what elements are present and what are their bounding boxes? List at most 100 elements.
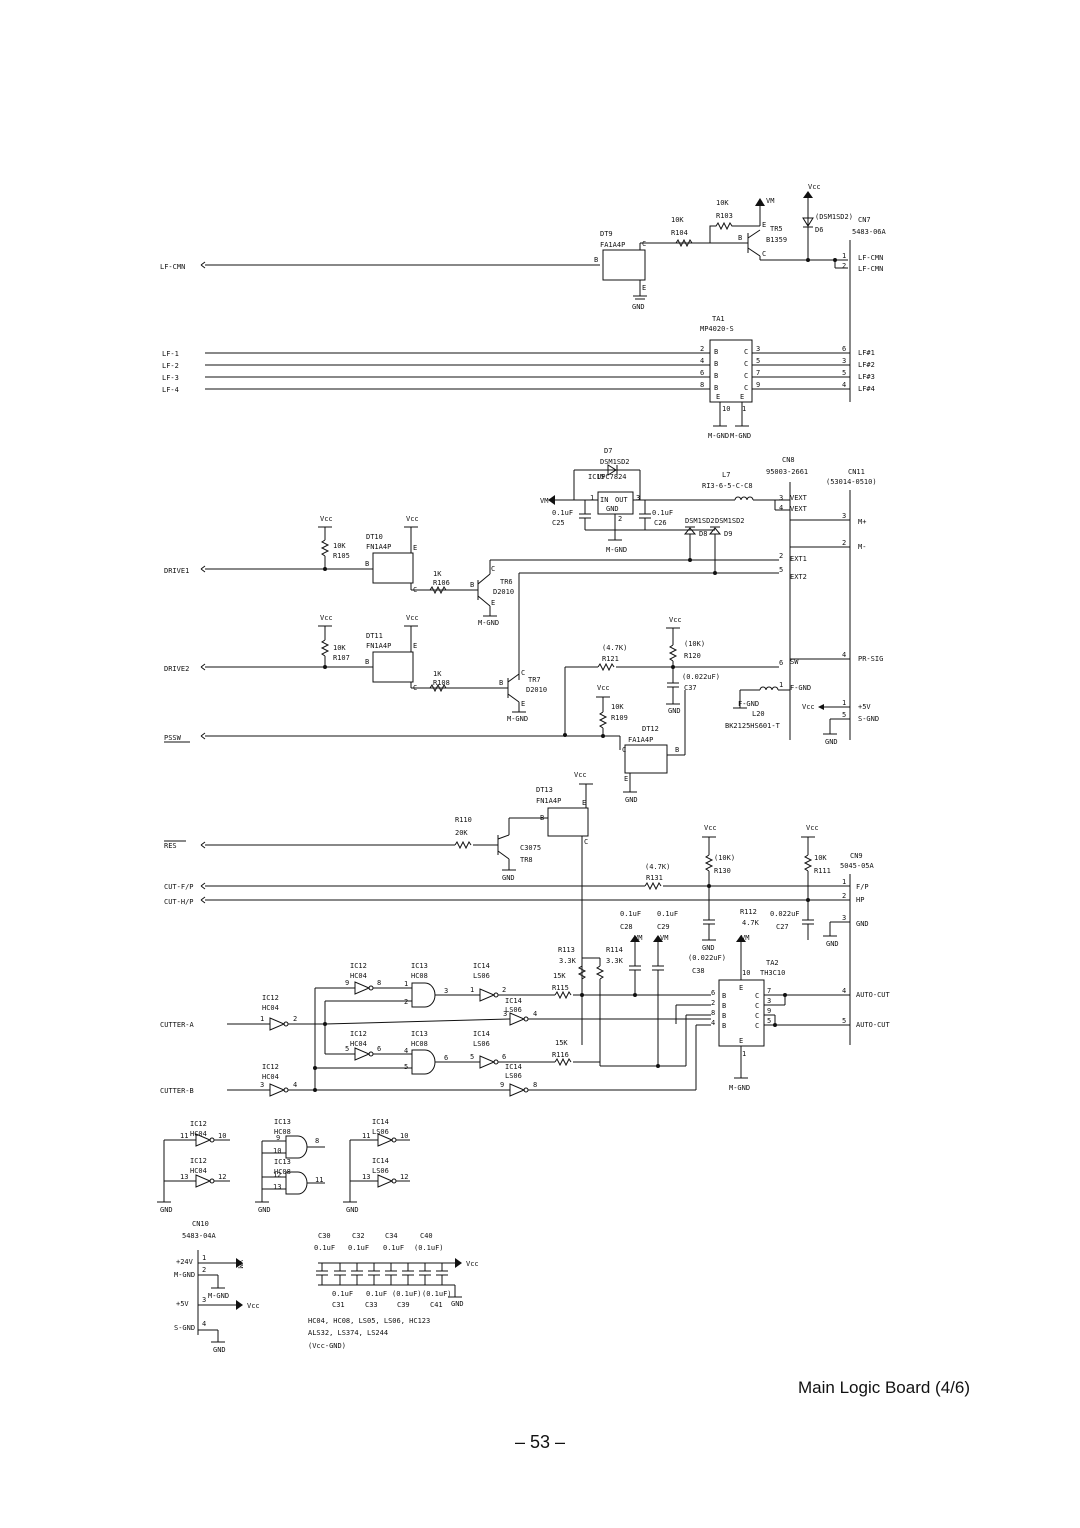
dt13-part: FN1A4P <box>536 797 561 805</box>
tr5-b: B <box>738 234 742 242</box>
c34-val: 0.1uF <box>383 1244 404 1252</box>
ic15-in: IN <box>600 496 608 504</box>
r130-gnd: GND <box>702 944 715 952</box>
c38: C38 <box>692 967 705 975</box>
cn8-pin3: 3 <box>779 494 783 502</box>
c28: C28 <box>620 923 633 931</box>
ta1-pin9: 9 <box>756 381 760 389</box>
d6-vcc: Vcc <box>808 183 821 191</box>
power-section: CN10 5483-04A +24V M-GND +5V S-GND 1 2 3… <box>174 1220 479 1354</box>
r111-val: 10K <box>814 854 827 862</box>
l20-part: BK2125HS601-T <box>725 722 781 730</box>
ta1-e1: E <box>716 393 720 401</box>
ic14-b-pin3: 3 <box>503 1010 507 1018</box>
ic14-c-inverter <box>479 1055 496 1069</box>
ic13-b-pin6: 6 <box>444 1054 448 1062</box>
ic12-d-pin4: 4 <box>293 1081 297 1089</box>
c38-val: (0.022uF) <box>688 954 726 962</box>
decap-gnd: GND <box>451 1300 464 1308</box>
cn11-pin3: 3 <box>842 512 846 520</box>
ug-ic12-2: IC12 <box>190 1157 207 1165</box>
ic13-a-pin2: 2 <box>404 998 408 1006</box>
ta2-mgnd: M-GND <box>729 1084 750 1092</box>
ug-ic13-1: IC13 <box>274 1118 291 1126</box>
r108-val: 1K <box>433 670 442 678</box>
r105: R105 <box>333 552 350 560</box>
cn8-pin1: 1 <box>779 681 783 689</box>
c41-val: (0.1uF) <box>422 1290 452 1298</box>
ic12-b-part: HC04 <box>350 1040 367 1048</box>
dt12-transistor <box>624 744 668 774</box>
tr6: TR6 <box>500 578 513 586</box>
cn7-pin2: 2 <box>842 262 846 270</box>
cn7-lfcmn1: LF-CMN <box>858 254 883 262</box>
r113: R113 <box>558 946 575 954</box>
ta2: TA2 <box>766 959 779 967</box>
ug-p8: 8 <box>315 1137 319 1145</box>
ta2-pin4: 4 <box>711 1019 715 1027</box>
cn7-lfcmn2: LF-CMN <box>858 265 883 273</box>
ic12-a-label: IC12 <box>350 962 367 970</box>
decoupling-note-3: (Vcc-GND) <box>308 1342 346 1350</box>
ug-p10: 10 <box>218 1132 226 1140</box>
dt12-b: B <box>675 746 679 754</box>
ug-p10c: 10 <box>400 1132 408 1140</box>
tr6-part: D2010 <box>493 588 514 596</box>
ic15: IC15 <box>588 473 605 481</box>
c41: C41 <box>430 1301 443 1309</box>
cn8: CN8 <box>782 456 795 464</box>
l20-fgnd: F-GND <box>738 700 759 708</box>
r104: R104 <box>671 229 688 237</box>
ta2-pin6: 6 <box>711 989 715 997</box>
ug-ic14-1: IC14 <box>372 1118 389 1126</box>
dt12-part: FA1A4P <box>628 736 653 744</box>
decoupling-caps <box>316 1263 448 1285</box>
cn10-pin2: 2 <box>202 1266 206 1274</box>
ug-p10b: 10 <box>273 1147 281 1155</box>
r120: R120 <box>684 652 701 660</box>
ta2-c2: C <box>755 1002 759 1010</box>
r103-val: 10K <box>716 199 729 207</box>
d9-part: DSM1SD2 <box>715 517 745 525</box>
ic14-b-label: IC14 <box>505 997 522 1005</box>
ic12-b-pin5: 5 <box>345 1045 349 1053</box>
ta1-part: MP4020-S <box>700 325 734 333</box>
ug-p12: 12 <box>218 1173 226 1181</box>
ic14-d-pin8: 8 <box>533 1081 537 1089</box>
ic15-out: OUT <box>615 496 628 504</box>
ic14-a-pin2: 2 <box>502 986 506 994</box>
r104-val: 10K <box>671 216 684 224</box>
ta2-b4: B <box>722 1022 726 1030</box>
ta2-e-top: E <box>739 984 743 992</box>
ic13-a-part: HC08 <box>411 972 428 980</box>
cutter-section: Vcc DT13 FN1A4P B E C RES R110 20K GND C… <box>160 771 891 1097</box>
ic13-b-part: HC08 <box>411 1040 428 1048</box>
cn9-gnd: GND <box>856 920 869 928</box>
cn10-part: 5483-04A <box>182 1232 217 1240</box>
ug-ic13-2: IC13 <box>274 1158 291 1166</box>
tr8-gnd: GND <box>502 874 515 882</box>
ta1-pin6: 6 <box>700 369 704 377</box>
ug-p9: 9 <box>276 1134 280 1142</box>
cut-hp-label: CUT-H/P <box>164 898 194 906</box>
lf3-label: LF-3 <box>162 374 179 382</box>
cn11-sgnd: S-GND <box>858 715 879 723</box>
lf-cmn-input-label: LF-CMN <box>160 263 185 271</box>
decoupling-note-1: HC04, HC08, LS05, LS06, HC123 <box>308 1317 430 1325</box>
ic14-b-part: LS06 <box>505 1006 522 1014</box>
tr5-e: E <box>762 221 766 229</box>
ta2-b2: B <box>722 1002 726 1010</box>
tr5-part: B1359 <box>766 236 787 244</box>
ic13-a-pin1: 1 <box>404 980 408 988</box>
c30-val: 0.1uF <box>314 1244 335 1252</box>
r109-val: 10K <box>611 703 624 711</box>
ic14-c-pin5: 5 <box>470 1053 474 1061</box>
drive2-label: DRIVE2 <box>164 665 189 673</box>
ug-gnd-1: GND <box>160 1206 173 1214</box>
ic14-c-label: IC14 <box>473 1030 490 1038</box>
cn9-pin5: 5 <box>842 1017 846 1025</box>
lf-driver-section: TA1 MP4020-S LF-1 LF-2 LF-3 LF-4 2 4 6 8… <box>162 315 875 440</box>
cn7-pin5: 5 <box>842 369 846 377</box>
ic12-b-label: IC12 <box>350 1030 367 1038</box>
